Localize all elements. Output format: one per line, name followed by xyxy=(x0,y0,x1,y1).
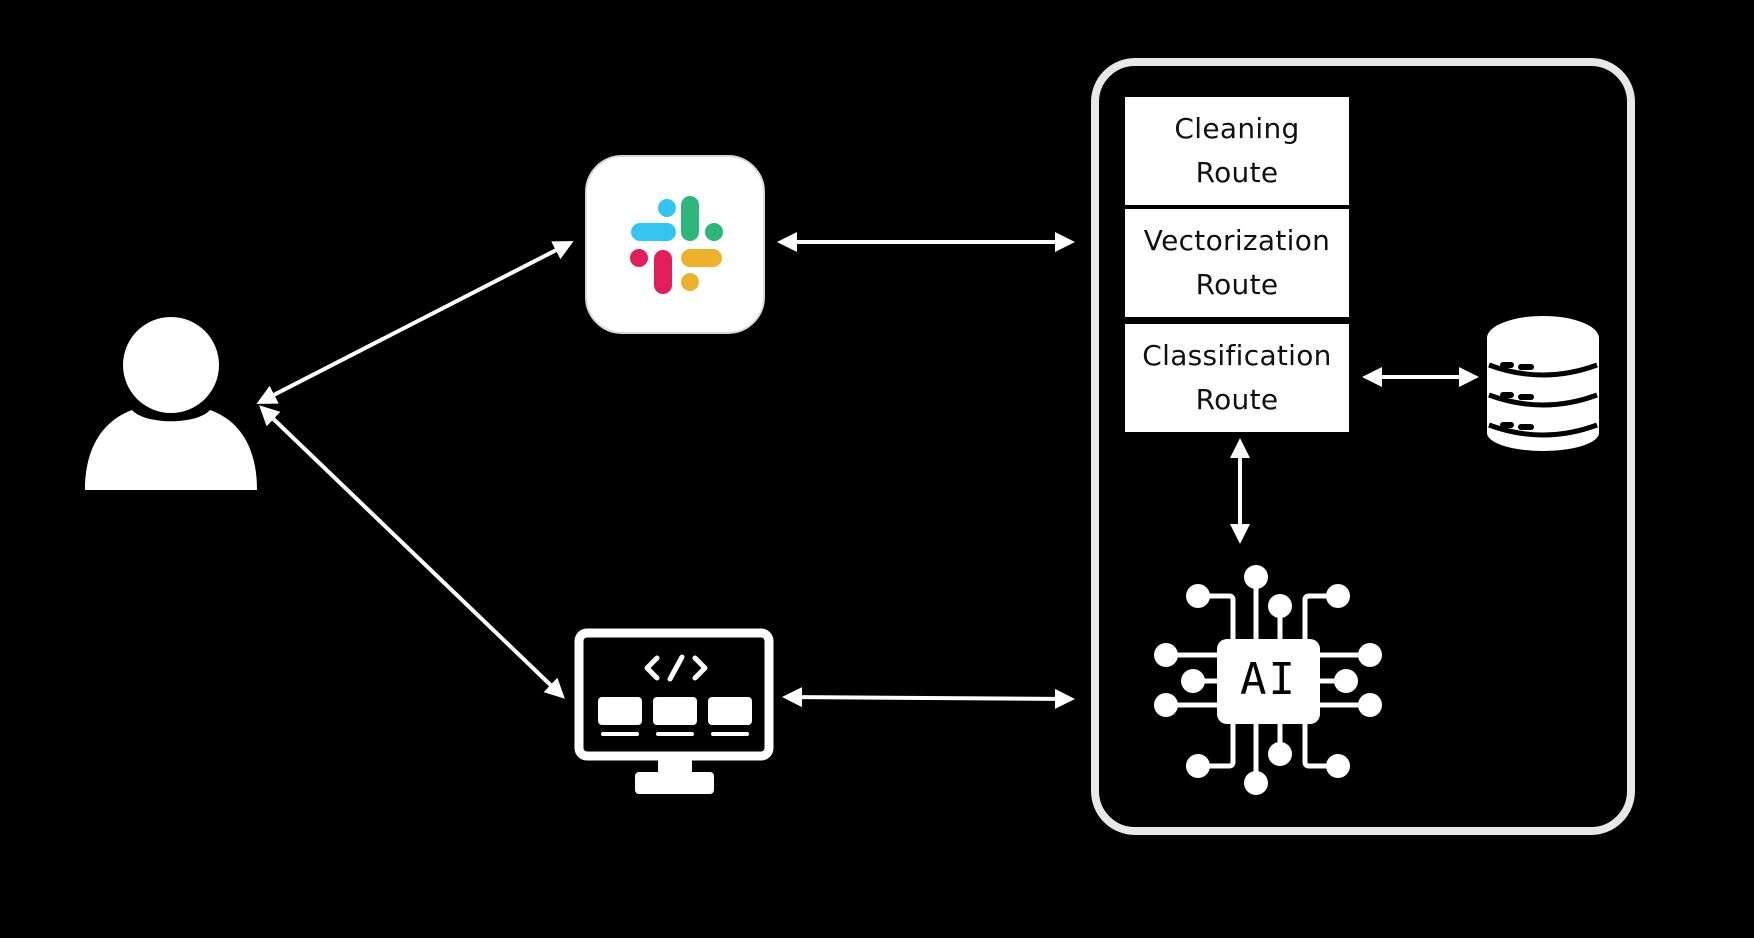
route-label-line2: Route xyxy=(1195,268,1279,301)
database-icon xyxy=(1487,316,1599,451)
arrow-monitor-container xyxy=(782,687,1075,709)
code-monitor-icon xyxy=(574,628,774,794)
arrow-user-slack xyxy=(256,241,574,404)
route-label-line1: Classification xyxy=(1142,339,1332,372)
ai-chip-icon xyxy=(1154,565,1382,795)
slack-icon xyxy=(585,155,765,334)
classification-route-box: Classification Route xyxy=(1125,324,1349,432)
route-label-line2: Route xyxy=(1195,383,1279,416)
user-icon xyxy=(85,317,257,490)
cleaning-route-box: Cleaning Route xyxy=(1125,97,1349,205)
ai-chip-label: AI xyxy=(1240,654,1297,705)
route-label-line1: Cleaning xyxy=(1174,112,1300,145)
vectorization-route-box: Vectorization Route xyxy=(1125,209,1349,317)
route-label-line2: Route xyxy=(1195,156,1279,189)
services-container xyxy=(1091,58,1635,835)
arrow-user-monitor xyxy=(259,405,565,699)
route-label-line1: Vectorization xyxy=(1143,224,1331,257)
